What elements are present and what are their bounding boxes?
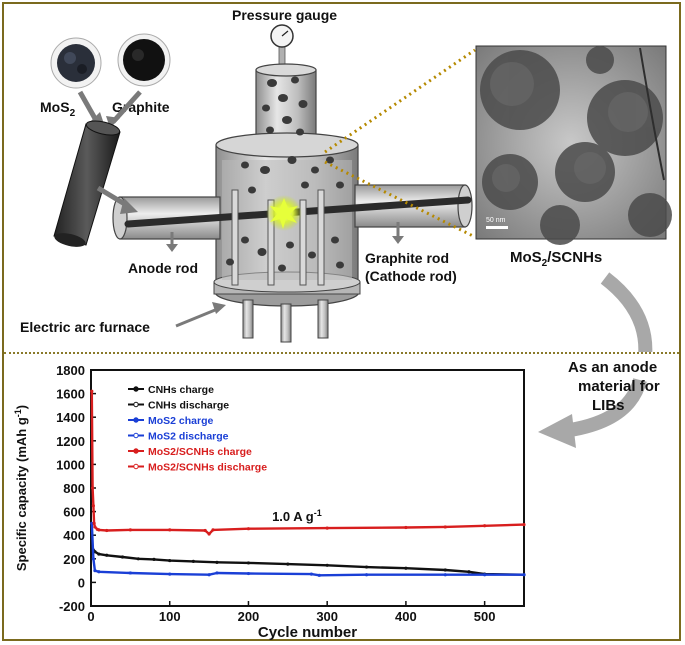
nanohorn-particles (226, 76, 344, 272)
graphite-powder-image (117, 33, 171, 87)
furnace-arrow (175, 302, 226, 328)
graphite-label: Graphite (112, 99, 170, 115)
synthesis-schematic: Pressure gauge (20, 7, 672, 352)
mos2-label: MoS (40, 99, 70, 115)
scale-bar (486, 226, 508, 229)
furnace-legs (242, 299, 329, 343)
insert-arrow (96, 185, 138, 214)
graphite-rod-label: Graphite rod (365, 250, 449, 266)
scale-bar-label: 50 nm (486, 217, 506, 224)
furnace-label: Electric arc furnace (20, 319, 150, 335)
cathode-rod-label: (Cathode rod) (365, 268, 457, 284)
pressure-gauge-label: Pressure gauge (232, 7, 337, 23)
section-divider (4, 352, 679, 354)
product-suffix: /SCNHs (547, 249, 602, 266)
svg-text:MoS2: MoS2 (40, 99, 76, 119)
cathode-arrow (392, 222, 404, 244)
mos2-powder-image (50, 37, 102, 89)
svg-text:MoS2/SCNHs: MoS2/SCNHs (510, 249, 602, 269)
application-curved-arrow (600, 272, 653, 352)
packed-anode-rod (53, 120, 121, 247)
anode-rod-label: Anode rod (128, 260, 198, 276)
pressure-gauge-icon (270, 24, 294, 71)
product-label: MoS (510, 249, 542, 266)
tem-image: 50 nm (475, 45, 672, 245)
mos2-subscript: 2 (70, 108, 76, 119)
anode-arrow (166, 232, 178, 252)
zoom-lines (324, 48, 476, 239)
support-rods (231, 189, 325, 286)
arc-spark-icon (266, 195, 302, 231)
product-subscript: 2 (542, 258, 548, 269)
